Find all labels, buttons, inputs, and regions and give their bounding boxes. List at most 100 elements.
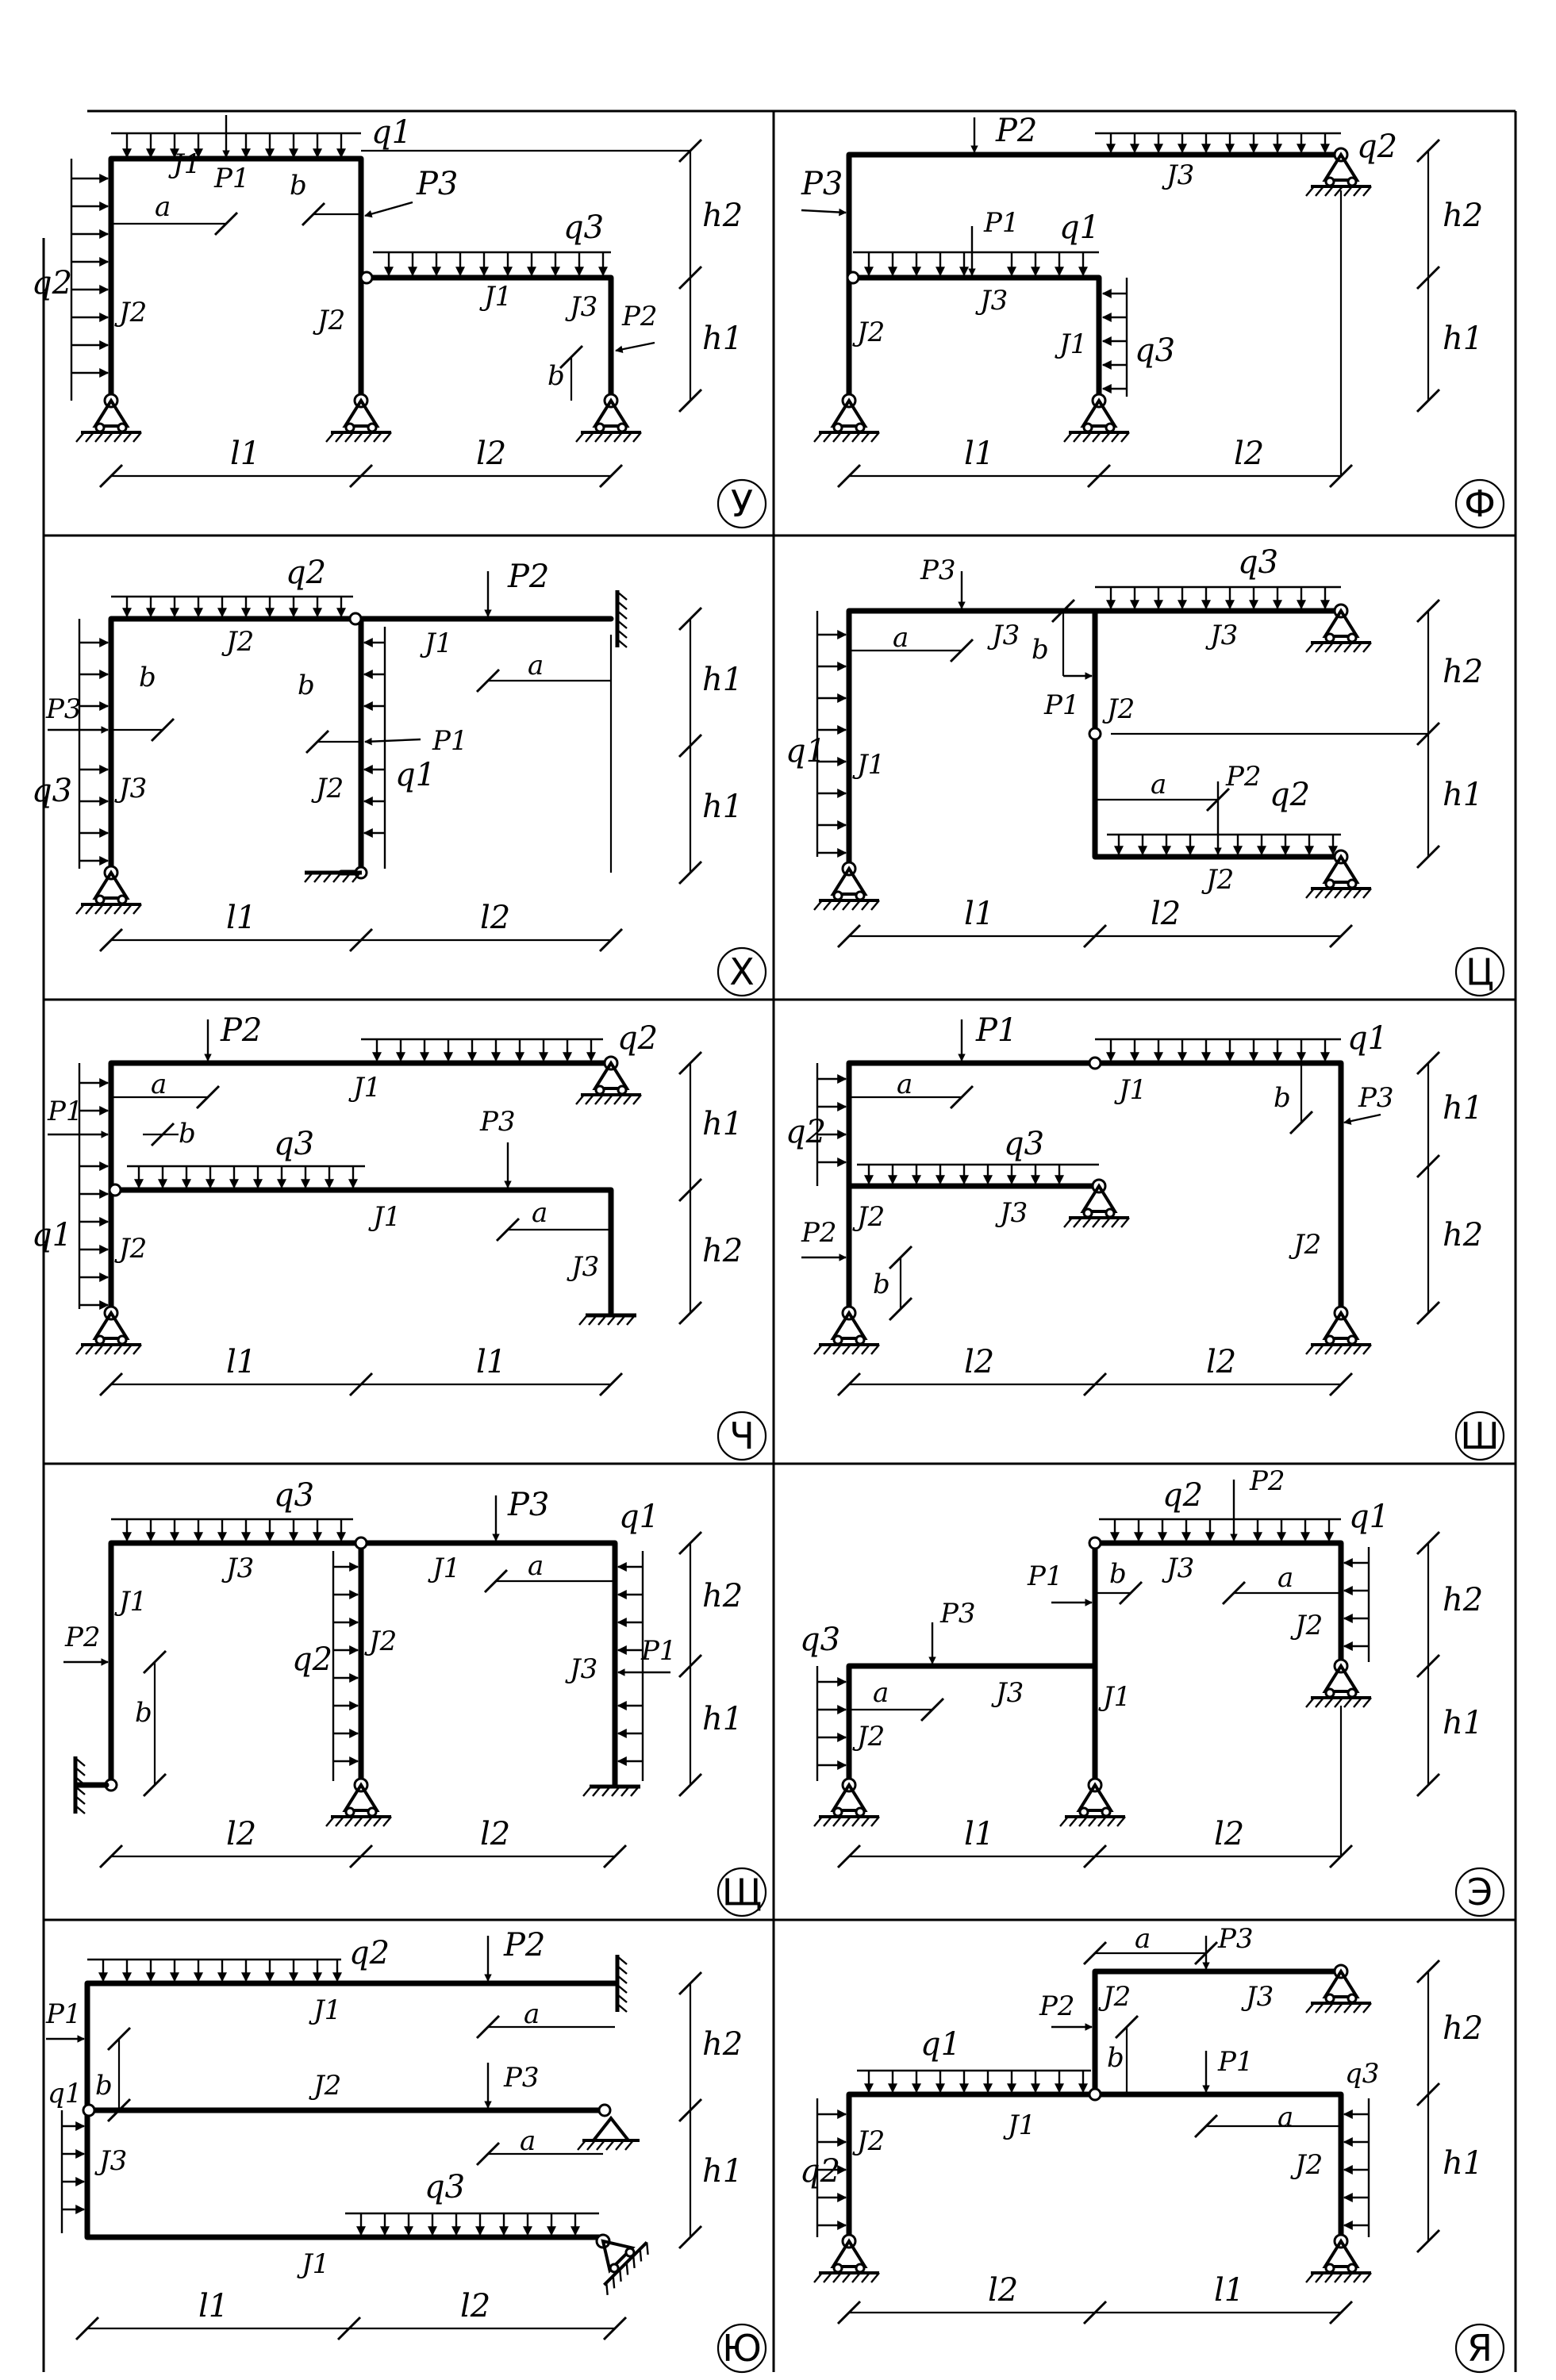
Ch-J1-lower-label: J1 bbox=[368, 1201, 401, 1233]
Ya-h1-label: h1 bbox=[1443, 2145, 1483, 2182]
panel-U: q1 P1 J1 q2 J2 J2 P3 q3 J1 J3 P2 a b b l… bbox=[32, 114, 767, 529]
Shch-J1-col-label: J1 bbox=[114, 1586, 147, 1618]
E-variant-letter: Э bbox=[1467, 1871, 1493, 1914]
U-b-label: b bbox=[290, 170, 307, 202]
Shch-b-label: b bbox=[135, 1697, 152, 1729]
Ch-J2-label: J2 bbox=[114, 1233, 147, 1265]
F-variant-letter: Ф bbox=[1464, 482, 1496, 525]
E-a-label: a bbox=[1277, 1562, 1293, 1594]
Shch-q2-label: q2 bbox=[292, 1641, 332, 1678]
Ya-J3-label: J3 bbox=[1241, 1981, 1274, 2013]
Shch-l2b-label: l2 bbox=[480, 1816, 510, 1852]
Ya-b-label: b bbox=[1107, 2042, 1124, 2074]
U-h1-label: h1 bbox=[702, 321, 743, 357]
Ya-a-label: a bbox=[1135, 1923, 1151, 1955]
Ts-P3-label: P3 bbox=[920, 555, 956, 586]
Sh-P3-label: P3 bbox=[1358, 1082, 1394, 1114]
Sh-a-label: a bbox=[897, 1069, 912, 1100]
Ch-l1b-label: l1 bbox=[476, 1344, 506, 1380]
panel-Shch: q3 P3 q1 J3 J1 a J1 P2 q2 J2 J3 P1 b l2 … bbox=[63, 1477, 767, 1917]
panel-Yu: q2 P2 J1 a P1 b q1 J2 P3 J3 a q3 J1 l1 l… bbox=[45, 1927, 767, 2374]
Ya-J2-label: J2 bbox=[852, 2125, 885, 2157]
Yu-h2-label: h2 bbox=[702, 2026, 743, 2063]
panel-Ya: a P3 J3 J2 P2 b q1 P1 q3 J1 a J2 q2 J2 l… bbox=[800, 1923, 1505, 2374]
F-J3-label: J3 bbox=[975, 285, 1008, 317]
sheet-grid bbox=[42, 109, 1517, 2372]
U-q3-label: q3 bbox=[563, 209, 604, 246]
Ya-h2-label: h2 bbox=[1443, 2010, 1483, 2047]
F-l2-label: l2 bbox=[1234, 436, 1264, 472]
Ya-P1-label: P1 bbox=[1217, 2046, 1254, 2078]
Kh-variant-letter: Х bbox=[729, 950, 755, 993]
U-q2-label: q2 bbox=[32, 265, 72, 301]
Yu-a2-label: a bbox=[520, 2125, 536, 2157]
E-q2-label: q2 bbox=[1162, 1477, 1203, 1514]
F-J1-label: J1 bbox=[1055, 328, 1087, 360]
Shch-h2-label: h2 bbox=[702, 1578, 743, 1614]
panel-Sh: P1 q1 J1 a b P3 q2 q3 J3 J2 P2 b J2 l2 l… bbox=[786, 1012, 1505, 1461]
Sh-q2-label: q2 bbox=[786, 1114, 826, 1150]
F-P2-label: P2 bbox=[995, 113, 1037, 149]
Sh-J2-label: J2 bbox=[852, 1201, 885, 1233]
E-l1-label: l1 bbox=[964, 1816, 994, 1852]
Ch-P3-label: P3 bbox=[479, 1106, 516, 1138]
Sh-l2-label: l2 bbox=[964, 1344, 994, 1380]
Ch-h1-label: h1 bbox=[702, 1106, 743, 1142]
Ch-J3-label: J3 bbox=[567, 1251, 599, 1283]
Yu-q3-label: q3 bbox=[425, 2169, 465, 2205]
U-l2-label: l2 bbox=[476, 436, 506, 472]
Kh-b-label: b bbox=[139, 662, 156, 693]
Shch-P2-label: P2 bbox=[64, 1622, 101, 1653]
Sh-h1-label: h1 bbox=[1443, 1090, 1483, 1127]
Ts-P1-label: P1 bbox=[1043, 689, 1080, 721]
F-l1-label: l1 bbox=[964, 436, 994, 472]
Shch-l2-label: l2 bbox=[226, 1816, 256, 1852]
Yu-J1-top-label: J1 bbox=[309, 1994, 341, 2026]
F-h2-label: h2 bbox=[1443, 198, 1483, 234]
Ts-h2-label: h2 bbox=[1443, 654, 1483, 690]
U-l1-label: l1 bbox=[230, 436, 260, 472]
Ya-P2-label: P2 bbox=[1039, 1990, 1075, 2022]
U-P2-label: P2 bbox=[621, 301, 658, 332]
Yu-a-label: a bbox=[524, 1998, 540, 2030]
E-l2-label: l2 bbox=[1214, 1816, 1244, 1852]
U-b2-label: b bbox=[547, 360, 565, 392]
Ya-J2-right-label: J2 bbox=[1290, 2149, 1323, 2181]
Sh-P1-label: P1 bbox=[975, 1012, 1017, 1049]
Ch-q1-label: q1 bbox=[32, 1217, 72, 1253]
Sh-l2b-label: l2 bbox=[1206, 1344, 1236, 1380]
Yu-P3-label: P3 bbox=[503, 2062, 540, 2094]
Sh-J3-label: J3 bbox=[995, 1197, 1028, 1229]
Yu-l2-label: l2 bbox=[460, 2288, 490, 2324]
E-J2-right-label: J2 bbox=[1290, 1610, 1323, 1641]
E-q3-label: q3 bbox=[800, 1622, 840, 1658]
Ts-J2-bottom-label: J2 bbox=[1201, 864, 1234, 896]
Yu-q1-label: q1 bbox=[48, 2078, 82, 2109]
Ts-J2-label: J2 bbox=[1102, 693, 1135, 725]
Kh-h1-label: h1 bbox=[702, 789, 743, 825]
Sh-q3-label: q3 bbox=[1004, 1126, 1044, 1162]
U-J3-label: J3 bbox=[565, 291, 597, 323]
Shch-J2-label: J2 bbox=[364, 1626, 397, 1657]
E-J1-label: J1 bbox=[1098, 1681, 1131, 1713]
Shch-q3-label: q3 bbox=[274, 1477, 314, 1514]
Ts-l1-label: l1 bbox=[964, 896, 994, 932]
Ch-a2-label: a bbox=[532, 1197, 547, 1229]
panel-E: q2 P2 q1 P1 b J3 a J2 P3 q3 a J3 J1 J2 l… bbox=[800, 1465, 1505, 1917]
Kh-q3-label: q3 bbox=[32, 773, 72, 809]
U-J1-beam-label: J1 bbox=[479, 281, 512, 313]
Ya-P3-label: P3 bbox=[1217, 1923, 1254, 1955]
Kh-q1-label: q1 bbox=[395, 757, 436, 793]
panel-Ts: P3 q3 J3 J3 a b P1 J2 q1 J1 a P2 q2 J2 l… bbox=[786, 544, 1505, 997]
Yu-l1-label: l1 bbox=[198, 2288, 229, 2324]
Ts-q2-label: q2 bbox=[1270, 777, 1310, 813]
U-h2-label: h2 bbox=[702, 198, 743, 234]
Yu-J2-label: J2 bbox=[309, 2070, 341, 2102]
E-P2-label: P2 bbox=[1249, 1465, 1285, 1497]
Ch-a-label: a bbox=[151, 1069, 167, 1100]
E-q1-label: q1 bbox=[1349, 1499, 1389, 1535]
Kh-P2-label: P2 bbox=[507, 559, 549, 595]
Ch-P2-label: P2 bbox=[220, 1012, 262, 1049]
Yu-h1-label: h1 bbox=[702, 2153, 743, 2190]
F-h1-label: h1 bbox=[1443, 321, 1483, 357]
